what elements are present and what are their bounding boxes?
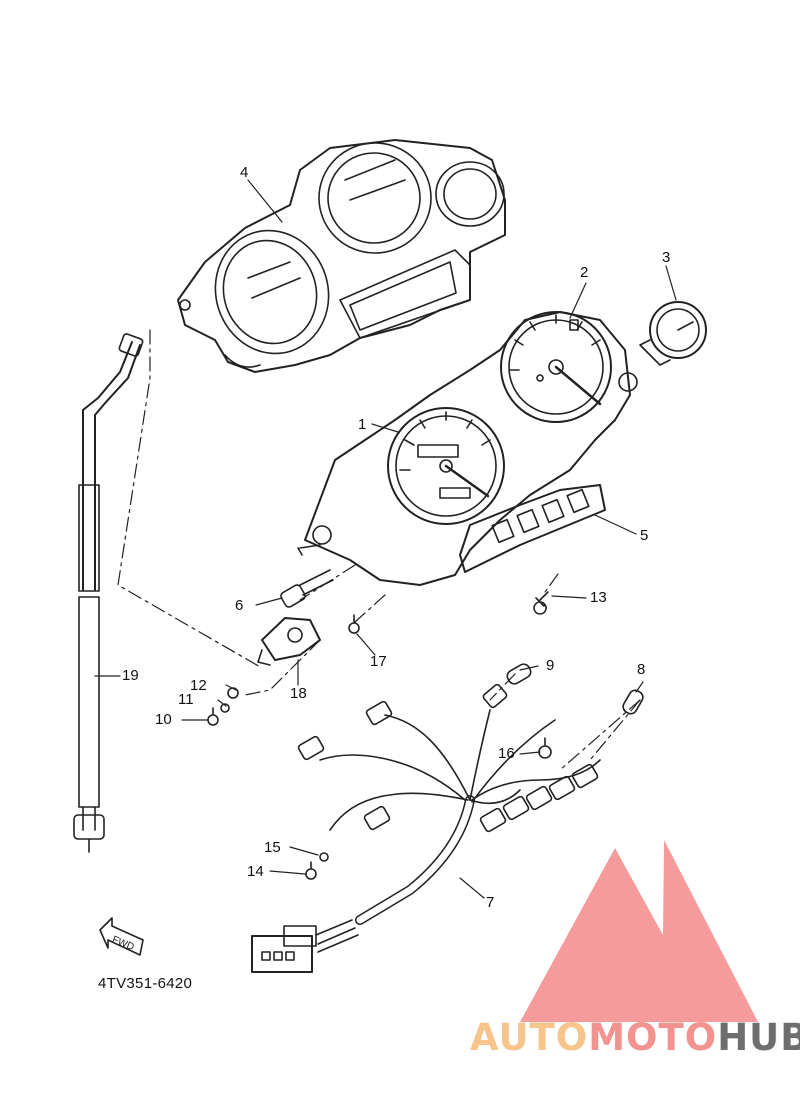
- speedometer-cable: [73, 333, 144, 853]
- callout-15: 15: [264, 839, 281, 856]
- callout-16: 16: [498, 745, 515, 762]
- callout-10: 10: [155, 711, 172, 728]
- callout-1: 1: [358, 416, 367, 433]
- callout-8: 8: [637, 661, 646, 678]
- leader-lines: [94, 179, 677, 899]
- small-gauge: [639, 301, 707, 366]
- tachometer-gauge: [387, 407, 505, 525]
- grommet-6: [280, 569, 334, 608]
- fwd-arrow-icon: [99, 917, 144, 956]
- guide-lines: [117, 329, 641, 771]
- brand-moto: MOTO: [588, 1016, 718, 1059]
- callout-5: 5: [640, 527, 649, 544]
- brand-auto: AUTO: [470, 1016, 589, 1059]
- callout-17: 17: [370, 653, 387, 670]
- callout-2: 2: [580, 264, 589, 281]
- callout-18: 18: [290, 685, 307, 702]
- indicator-panel: [459, 484, 606, 573]
- callout-14: 14: [247, 863, 264, 880]
- meter-gear-18: [257, 617, 321, 666]
- bulb-8: [622, 689, 644, 715]
- callout-7: 7: [486, 894, 495, 911]
- callout-4: 4: [240, 164, 249, 181]
- speedometer-gauge: [500, 311, 612, 423]
- fastener-set: [207, 591, 552, 880]
- wire-harness: [251, 683, 601, 973]
- callout-9: 9: [546, 657, 555, 674]
- meter-assembly: [297, 311, 638, 586]
- callout-19: 19: [122, 667, 139, 684]
- callout-13: 13: [590, 589, 607, 606]
- logo-triangle: [520, 840, 758, 1022]
- brand-hub: HUB: [717, 1016, 800, 1059]
- callout-11: 11: [178, 691, 194, 708]
- bulb-9: [506, 663, 532, 685]
- part-code: 4TV351-6420: [98, 975, 193, 992]
- automotohub-logo-icon: [520, 840, 758, 1022]
- meter-cover: [177, 139, 506, 373]
- callout-12: 12: [190, 677, 207, 694]
- callout-6: 6: [235, 597, 244, 614]
- callout-3: 3: [662, 249, 671, 266]
- watermark-brand: AUTOMOTOHUB: [470, 1016, 800, 1059]
- fwd-label: FWD: [110, 934, 135, 953]
